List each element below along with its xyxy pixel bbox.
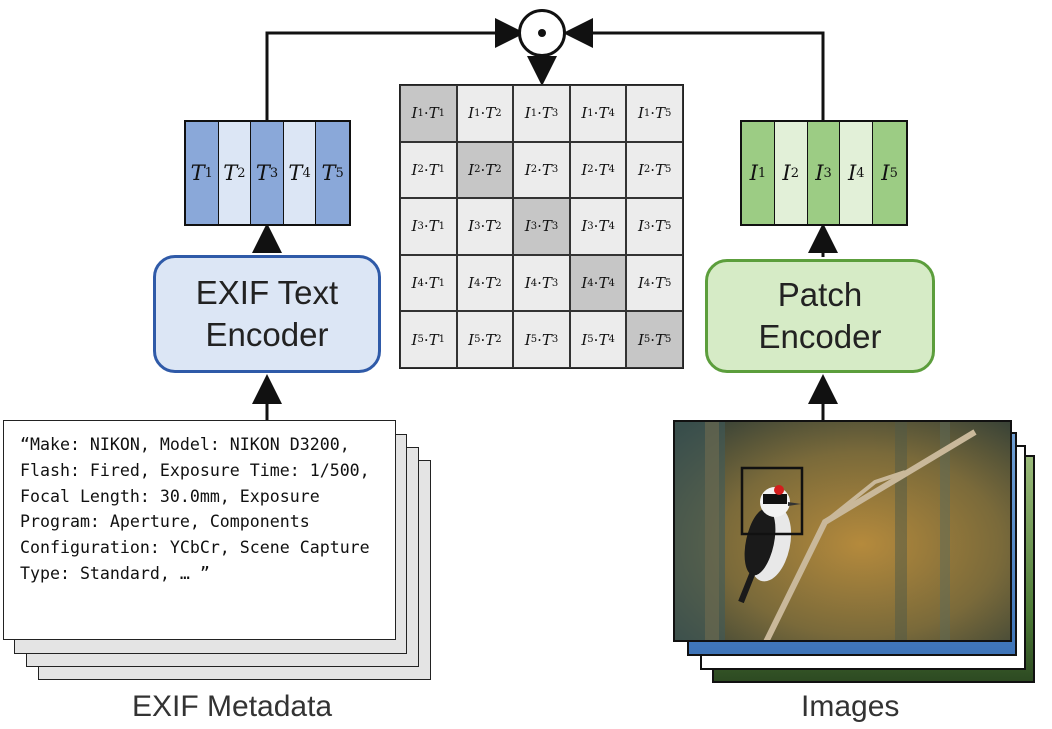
patch-encoder: Patch Encoder xyxy=(705,259,935,373)
exif-card-front xyxy=(3,420,396,640)
image-to-dot-arrow xyxy=(563,18,825,120)
text-encoder-line2: Encoder xyxy=(205,316,329,353)
patch-encoder-line2: Encoder xyxy=(758,318,882,355)
dot-product-node xyxy=(518,9,566,57)
exif-text-encoder: EXIF Text Encoder xyxy=(153,255,381,373)
images-caption: Images xyxy=(801,690,900,723)
exif-metadata-caption: EXIF Metadata xyxy=(132,690,333,723)
bird-photo-illustration xyxy=(675,422,1010,640)
bird-photo xyxy=(673,420,1012,642)
exif-metadata-text: “Make: NIKON, Model: NIKON D3200, Flash:… xyxy=(20,435,380,583)
dot-icon xyxy=(538,29,546,37)
text-encoder-line1: EXIF Text xyxy=(195,274,339,311)
patch-encoder-line1: Patch xyxy=(777,276,863,313)
text-to-dot-arrow xyxy=(265,18,525,120)
